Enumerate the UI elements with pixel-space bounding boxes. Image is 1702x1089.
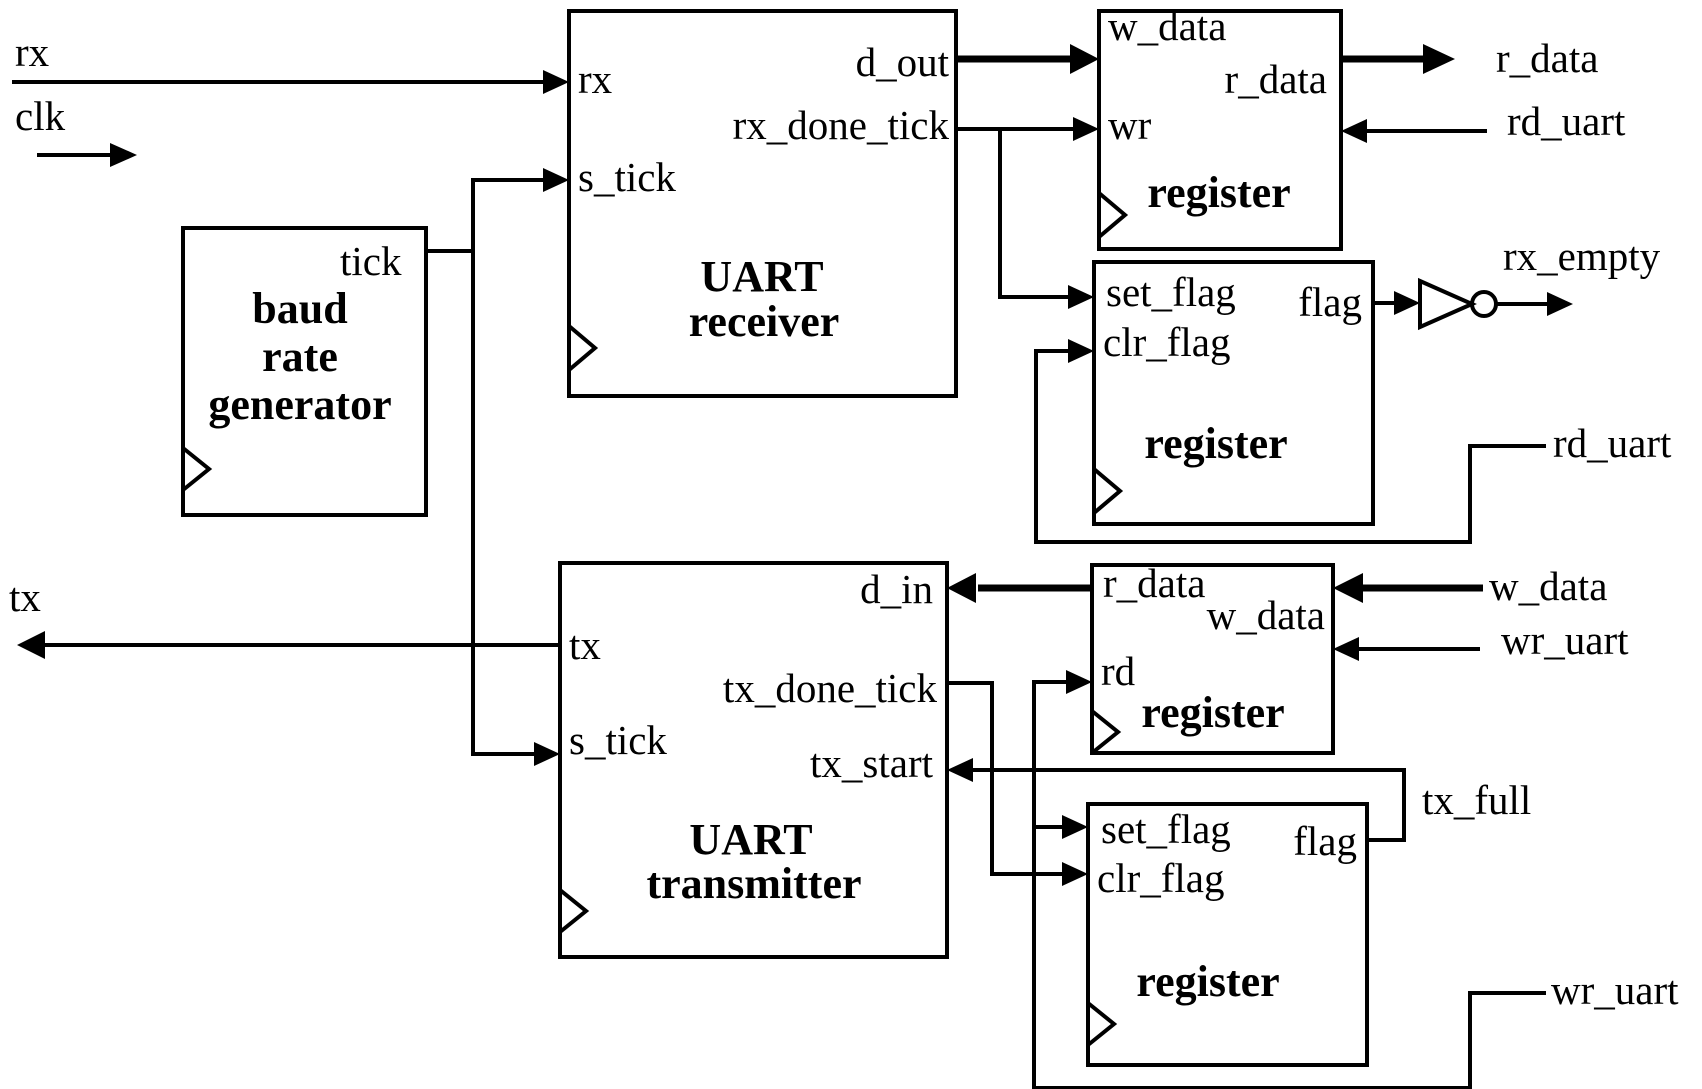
transmitter-clock-triangle-icon	[558, 888, 590, 934]
baud-clock-triangle-icon	[181, 446, 213, 492]
uart-transmitter-box	[558, 561, 949, 959]
wr-uart-top-label: wr_uart	[1501, 617, 1629, 663]
rx-flag-reg-clock-triangle-icon	[1092, 467, 1124, 515]
tick-to-receiver-wire	[426, 178, 545, 253]
receiver-s-tick-port-label: s_tick	[578, 154, 676, 200]
transmitter-d-in-port-label: d_in	[860, 566, 933, 612]
transmitter-tx-done-tick-port-label: tx_done_tick	[723, 665, 938, 711]
rx-set-flag-arrow-icon	[1068, 285, 1094, 309]
rd-uart-top-label: rd_uart	[1507, 98, 1626, 144]
tx-start-arrow-icon	[947, 758, 973, 782]
rd-uart-arrow-icon	[1341, 119, 1367, 143]
rx-s-tick-arrow-icon	[543, 168, 569, 192]
tx-reg-rd-port-label: rd	[1101, 648, 1135, 694]
baud-rate-generator-box	[181, 226, 428, 517]
rd-uart-flag-label: rd_uart	[1553, 420, 1672, 466]
receiver-d-out-port-label: d_out	[856, 39, 950, 85]
rx-flag-clr-flag-port-label: clr_flag	[1103, 319, 1230, 365]
rx-flag-arrow-icon	[1394, 291, 1420, 315]
wr-uart-rd-loop-wire	[1032, 680, 1546, 1089]
w-data-signal-label: w_data	[1489, 563, 1607, 609]
rx-reg-wr-port-label: wr	[1108, 102, 1152, 148]
tx-data-reg-clock-triangle-icon	[1090, 709, 1122, 755]
receiver-title-line2: receiver	[689, 297, 840, 346]
baud-title-line2: rate	[262, 332, 338, 381]
baud-tick-port-label: tick	[340, 238, 402, 284]
wr-uart-flag-label: wr_uart	[1551, 967, 1679, 1013]
tx-reg-w-data-port-label: w_data	[1207, 592, 1325, 638]
tx-signal-label: tx	[9, 574, 41, 620]
transmitter-s-tick-port-label: s_tick	[569, 717, 667, 763]
baud-title-line3: generator	[208, 380, 391, 429]
uart-receiver-box	[567, 9, 958, 398]
rx-data-register-title: register	[1147, 168, 1290, 217]
rd-arrow-icon	[1066, 670, 1092, 694]
transmitter-tx-start-port-label: tx_start	[810, 740, 934, 786]
receiver-rx-done-tick-port-label: rx_done_tick	[733, 102, 950, 148]
d-in-arrow-icon	[947, 573, 976, 603]
receiver-rx-port-label: rx	[578, 56, 612, 102]
rd-uart-clr-loop-wire	[1034, 349, 1546, 544]
tx-flag-register-box	[1086, 802, 1369, 1067]
tx-flag-register-title: register	[1136, 957, 1279, 1006]
rx-empty-arrow-icon	[1547, 292, 1573, 316]
r-data-out-arrow-icon	[1423, 44, 1455, 74]
clk-signal-label: clk	[15, 93, 66, 139]
rx-reg-r-data-port-label: r_data	[1225, 56, 1327, 102]
rx-data-register-box	[1097, 9, 1343, 251]
tx-set-flag-arrow-icon	[1062, 815, 1088, 839]
tx-done-tick-wire	[947, 681, 1064, 876]
tx-flag-flag-port-label: flag	[1293, 818, 1357, 864]
rx-flag-set-flag-port-label: set_flag	[1106, 269, 1236, 315]
d-out-arrow-icon	[1070, 44, 1099, 74]
rx-done-to-set-flag-wire	[998, 129, 1070, 299]
rx-reg-w-data-port-label: w_data	[1108, 3, 1226, 49]
rx-flag-register-title: register	[1144, 419, 1287, 468]
tx-flag-set-flag-port-label: set_flag	[1101, 806, 1231, 852]
tx-reg-r-data-port-label: r_data	[1103, 560, 1205, 606]
tx-flag-reg-clock-triangle-icon	[1086, 1001, 1118, 1047]
wr-uart-arrow-icon	[1333, 637, 1359, 661]
rx-flag-register-box	[1092, 260, 1375, 526]
transmitter-tx-port-label: tx	[569, 622, 601, 668]
tx-data-register-box	[1090, 563, 1335, 755]
tx-flag-clr-flag-port-label: clr_flag	[1097, 855, 1224, 901]
rx-empty-label: rx_empty	[1503, 233, 1661, 279]
wr-arrow-icon	[1073, 117, 1099, 141]
transmitter-title-line1: UART	[689, 815, 812, 864]
receiver-title-line1: UART	[700, 252, 823, 301]
tick-to-transmitter-wire	[471, 251, 536, 756]
rx-data-reg-clock-triangle-icon	[1097, 191, 1129, 239]
tx-data-register-title: register	[1141, 688, 1284, 737]
tx-arrow-icon	[17, 631, 45, 659]
r-data-signal-label: r_data	[1496, 35, 1598, 81]
tx-s-tick-arrow-icon	[534, 742, 560, 766]
rx-signal-label: rx	[15, 29, 49, 75]
rx-arrow-icon	[543, 70, 569, 94]
transmitter-title-line2: transmitter	[646, 859, 861, 908]
tx-full-label: tx_full	[1422, 777, 1531, 823]
clk-arrow-icon	[110, 143, 137, 167]
rx-flag-flag-port-label: flag	[1298, 279, 1362, 325]
w-data-arrow-icon	[1333, 573, 1363, 603]
tx-clr-flag-arrow-icon	[1062, 862, 1088, 886]
receiver-clock-triangle-icon	[567, 324, 599, 372]
inverter-icon	[1418, 277, 1477, 331]
rx-clr-flag-arrow-icon	[1068, 339, 1094, 363]
tx-full-wire	[971, 768, 1406, 842]
baud-title-line1: baud	[252, 284, 347, 333]
